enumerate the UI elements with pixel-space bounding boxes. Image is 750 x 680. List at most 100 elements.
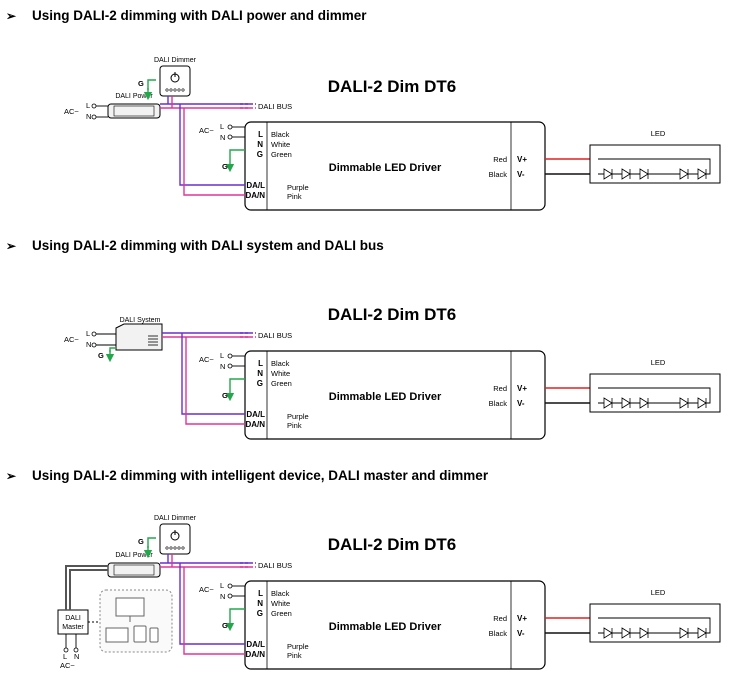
terminal-N: N <box>257 140 263 149</box>
terminal-G: G <box>257 150 263 159</box>
led-diode-icon <box>639 397 649 409</box>
terminal-da-l: DA/L <box>246 410 265 419</box>
dali-dimmer-label: DALI Dimmer <box>154 57 197 64</box>
terminal-dot <box>227 583 233 589</box>
master-bus-wire <box>65 565 108 610</box>
led-strip-trace <box>598 617 711 634</box>
wire-white-label: White <box>271 140 290 149</box>
ac-N-label: N <box>220 362 225 371</box>
bullet-arrow: ➢ <box>6 239 17 253</box>
monitor-icon <box>115 597 145 617</box>
terminal-dot <box>73 647 79 653</box>
terminal-da-n: DA/N <box>245 420 265 429</box>
dimmer-ground-wire <box>147 79 156 90</box>
terminal-L: L <box>258 589 263 598</box>
wire-purple-label: Purple <box>287 412 309 421</box>
terminal-da-l: DA/L <box>246 181 265 190</box>
terminal-dot <box>227 124 233 130</box>
ac-label: AC~ <box>199 355 214 364</box>
terminal-da-n: DA/N <box>245 191 265 200</box>
dali-bus-label: DALI BUS <box>258 102 292 111</box>
dali-power-box <box>107 103 161 119</box>
dimmer-dot <box>177 88 181 92</box>
ground-wire <box>229 378 245 389</box>
master-L-label: L <box>63 652 67 661</box>
terminal-dot <box>91 114 97 120</box>
terminal-dot <box>63 647 69 653</box>
terminal-dot <box>227 593 233 599</box>
led-diode-icon <box>639 627 649 639</box>
led-diode-icon <box>621 397 631 409</box>
wire-purple-label: Purple <box>287 183 309 192</box>
dali-bus-label: DALI BUS <box>258 561 292 570</box>
dali-dimmer-box <box>159 65 191 97</box>
ground-wire <box>229 149 245 160</box>
wire-green-label: Green <box>271 379 292 388</box>
master-ac-label: AC~ <box>60 661 75 670</box>
driver-label: Dimmable LED Driver <box>329 621 442 633</box>
terminal-v-plus: V+ <box>517 614 527 623</box>
led-diode-icon <box>639 168 649 180</box>
wire-pink-label: Pink <box>287 651 302 660</box>
bullet-arrow: ➢ <box>6 469 17 483</box>
dimmer-dot <box>173 88 177 92</box>
ground-G-label: G <box>222 621 228 630</box>
led-diode-icon <box>679 627 689 639</box>
terminal-v-plus: V+ <box>517 384 527 393</box>
ac-N-label: N <box>220 133 225 142</box>
da-n-wire <box>185 337 245 425</box>
led-strip-trace <box>598 387 711 404</box>
dimmer-dot <box>169 88 173 92</box>
dimmer-dot <box>169 546 173 550</box>
led-diode-icon <box>603 168 613 180</box>
wire-black-label: Black <box>271 130 290 139</box>
system-ground-wire <box>109 347 116 352</box>
diagram-title: DALI-2 Dim DT6 <box>328 535 456 554</box>
dali-power-inner <box>113 105 155 117</box>
terminal-N: N <box>257 369 263 378</box>
wire-black-label: Black <box>271 359 290 368</box>
led-diode-icon <box>697 627 707 639</box>
da-l-wire <box>179 563 245 645</box>
led-label: LED <box>651 358 666 367</box>
ac-N-label: N <box>220 592 225 601</box>
output-red-label: Red <box>493 384 507 393</box>
section-1-heading: ➢Using DALI-2 dimming with DALI power an… <box>6 8 367 23</box>
ac-N-label: N <box>86 112 91 121</box>
led-diode-icon <box>697 168 707 180</box>
da-l-wire <box>181 333 245 415</box>
terminal-G: G <box>257 379 263 388</box>
dali-power-label: DALI Power <box>115 93 153 100</box>
output-red-label: Red <box>493 155 507 164</box>
dimmer-dot <box>165 88 169 92</box>
ac-label: AC~ <box>199 126 214 135</box>
dali-dimmer-label: DALI Dimmer <box>154 515 197 522</box>
driver-label: Dimmable LED Driver <box>329 391 442 403</box>
da-l-wire <box>179 104 245 186</box>
output-black-label: Black <box>489 629 508 638</box>
diagram-title: DALI-2 Dim DT6 <box>328 305 456 324</box>
output-black-label: Black <box>489 399 508 408</box>
terminal-dot <box>91 342 97 348</box>
terminal-dot <box>227 353 233 359</box>
wire-white-label: White <box>271 599 290 608</box>
ground-G-label: G <box>98 351 104 360</box>
master-N-label: N <box>74 652 79 661</box>
dali-power-label: DALI Power <box>115 552 153 559</box>
terminal-G: G <box>257 609 263 618</box>
output-red-label: Red <box>493 614 507 623</box>
wire-black-label: Black <box>271 589 290 598</box>
tablet-icon <box>133 625 147 643</box>
ground-G-label: G <box>222 391 228 400</box>
dimmer-dot <box>181 88 185 92</box>
led-diode-icon <box>679 168 689 180</box>
bullet-arrow: ➢ <box>6 9 17 23</box>
da-n-wire <box>183 108 245 196</box>
dali-dimmer-box <box>159 523 191 555</box>
led-diode-icon <box>603 627 613 639</box>
section-3-heading: ➢Using DALI-2 dimming with intelligent d… <box>6 468 489 483</box>
terminal-da-n: DA/N <box>245 650 265 659</box>
